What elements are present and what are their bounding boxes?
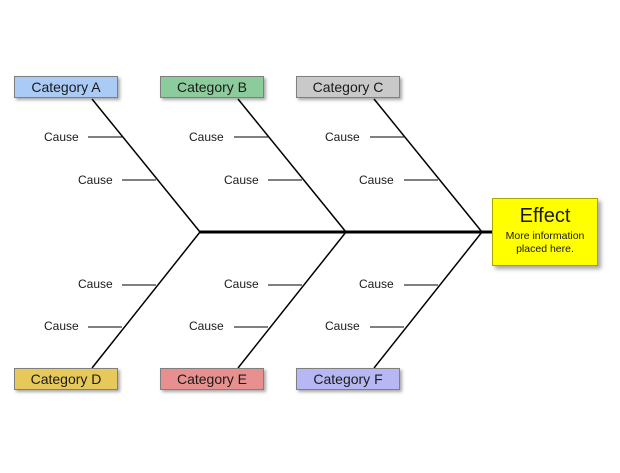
cause-label: Cause — [359, 277, 394, 291]
category-d-label: Category D — [30, 371, 102, 387]
category-c-label: Category C — [312, 79, 384, 95]
category-e-box: Category E — [160, 368, 264, 390]
cause-label: Cause — [189, 319, 224, 333]
cause-label: Cause — [189, 130, 224, 144]
cause-label: Cause — [359, 173, 394, 187]
effect-title: Effect — [519, 205, 571, 227]
cause-label: Cause — [224, 173, 259, 187]
cause-label: Cause — [44, 130, 79, 144]
category-b-label: Category B — [176, 79, 248, 95]
category-e-label: Category E — [176, 371, 248, 387]
category-a-label: Category A — [31, 79, 101, 95]
category-d-box: Category D — [14, 368, 118, 390]
cause-label: Cause — [224, 277, 259, 291]
bone-category-a — [91, 98, 201, 233]
category-c-box: Category C — [296, 76, 400, 98]
cause-label: Cause — [78, 173, 113, 187]
cause-label: Cause — [325, 130, 360, 144]
cause-label: Cause — [44, 319, 79, 333]
category-f-box: Category F — [296, 368, 400, 390]
category-b-box: Category B — [160, 76, 264, 98]
category-a-box: Category A — [14, 76, 118, 98]
bone-category-d — [91, 231, 201, 369]
cause-label: Cause — [78, 277, 113, 291]
cause-label: Cause — [325, 319, 360, 333]
bone-category-b — [237, 98, 347, 233]
bone-category-c — [373, 98, 483, 233]
effect-box: Effect More information placed here. — [492, 198, 598, 266]
category-f-label: Category F — [313, 371, 383, 387]
bone-category-f — [373, 231, 483, 369]
effect-info: More information placed here. — [505, 230, 585, 255]
bone-category-e — [237, 231, 347, 369]
